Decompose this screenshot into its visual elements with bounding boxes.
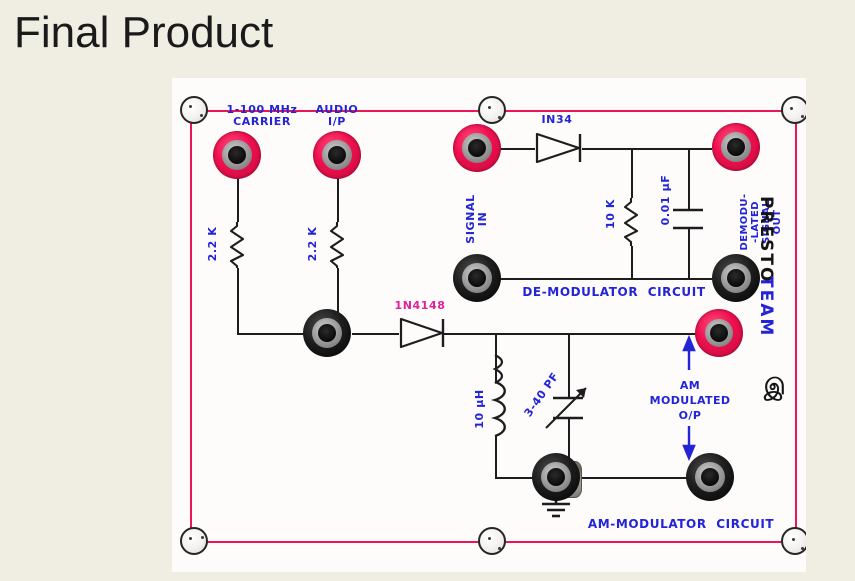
wire-demod-top-to-out (688, 148, 712, 150)
screw-top-left (180, 96, 208, 124)
wire-varcap-top (568, 333, 570, 398)
diode-in34-symbol (535, 132, 581, 164)
earth-ground-jack[interactable] (532, 453, 580, 501)
wire-signalin-to-diode (477, 148, 535, 150)
varcap-arrow (545, 387, 587, 429)
panel-border-left (190, 110, 192, 541)
screw-bottom-left (180, 527, 208, 555)
label-demodulator-circuit: DE-MODULATOR CIRCUIT (522, 285, 706, 299)
wire-c1-bottom (688, 228, 690, 279)
brand-logo-mark: இ (764, 374, 786, 400)
modulator-ground-jack[interactable] (303, 309, 351, 357)
circuit-panel: 1-100 MHz CARRIER AUDIO I/P 2.2 K 2.2 K … (172, 78, 806, 572)
wire-carrier-below-r1 (237, 268, 239, 334)
label-capacitor-c1: 0.01 µF (659, 174, 672, 226)
wire-amout-top (655, 333, 695, 335)
resistor-r2-symbol (329, 222, 345, 268)
label-am-modulator-circuit: AM-MODULATOR CIRCUIT (587, 517, 775, 531)
wire-in34-to-node (582, 148, 712, 150)
resistor-r3-symbol (623, 198, 639, 246)
product-photo: 1-100 MHz CARRIER AUDIO I/P 2.2 K 2.2 K … (172, 78, 806, 572)
label-signal-in: SIGNAL IN (464, 194, 489, 244)
screw-top-center (478, 96, 506, 124)
label-resistor-r2: 2.2 K (306, 226, 319, 262)
audio-input-jack[interactable] (313, 131, 361, 179)
screw-top-right (781, 96, 806, 124)
wire-r3-bottom (631, 246, 633, 279)
am-out-ground-jack[interactable] (686, 453, 734, 501)
carrier-input-jack[interactable] (213, 131, 261, 179)
brand-name-secondary: TEAM (756, 276, 776, 338)
wire-c1-top (688, 148, 690, 210)
signal-in-ground-jack[interactable] (453, 254, 501, 302)
am-out-arrow-up (682, 334, 696, 370)
am-out-arrow-down (682, 426, 696, 462)
label-carrier-input: 1-100 MHz CARRIER (226, 103, 298, 128)
wire-mod-ground-rail (602, 477, 710, 479)
label-inductor: 10 µH (473, 389, 486, 429)
wire-carrier-down (237, 178, 239, 222)
label-diode-1n4148: 1N4148 (394, 299, 446, 312)
wire-r3-top (631, 148, 633, 198)
wire-audio-below-r2 (337, 268, 339, 334)
wire-varcap-bottom (568, 418, 570, 478)
wire-inductor-bottom (495, 436, 497, 478)
brand-name-primary: PRESTO (756, 196, 776, 284)
resistor-r1-symbol (229, 222, 245, 268)
screw-bottom-right (781, 527, 806, 555)
wire-diode-to-tank (444, 333, 656, 335)
label-am-modulated-out: AM MODULATED O/P (649, 379, 731, 422)
am-modulated-out-jack[interactable] (695, 309, 743, 357)
label-audio-input: AUDIO I/P (315, 103, 359, 128)
demodulated-out-jack[interactable] (712, 123, 760, 171)
demodulated-out-ground-jack[interactable] (712, 254, 760, 302)
diode-1n4148-symbol (399, 317, 444, 349)
page-title: Final Product (14, 8, 274, 57)
panel-border-right (795, 110, 797, 541)
label-diode-in34: IN34 (541, 113, 573, 126)
screw-bottom-center (478, 527, 506, 555)
wire-carrier-to-node (237, 333, 327, 335)
signal-in-jack[interactable] (453, 124, 501, 172)
label-var-capacitor: 3-40 PF (521, 370, 562, 420)
label-resistor-r1: 2.2 K (206, 226, 219, 262)
label-resistor-r3: 10 K (604, 198, 617, 230)
wire-demod-bottom-rail (477, 278, 712, 280)
wire-inductor-top (495, 333, 497, 383)
wire-audio-down (337, 178, 339, 222)
wire-mod-jack-to-diode (352, 333, 399, 335)
